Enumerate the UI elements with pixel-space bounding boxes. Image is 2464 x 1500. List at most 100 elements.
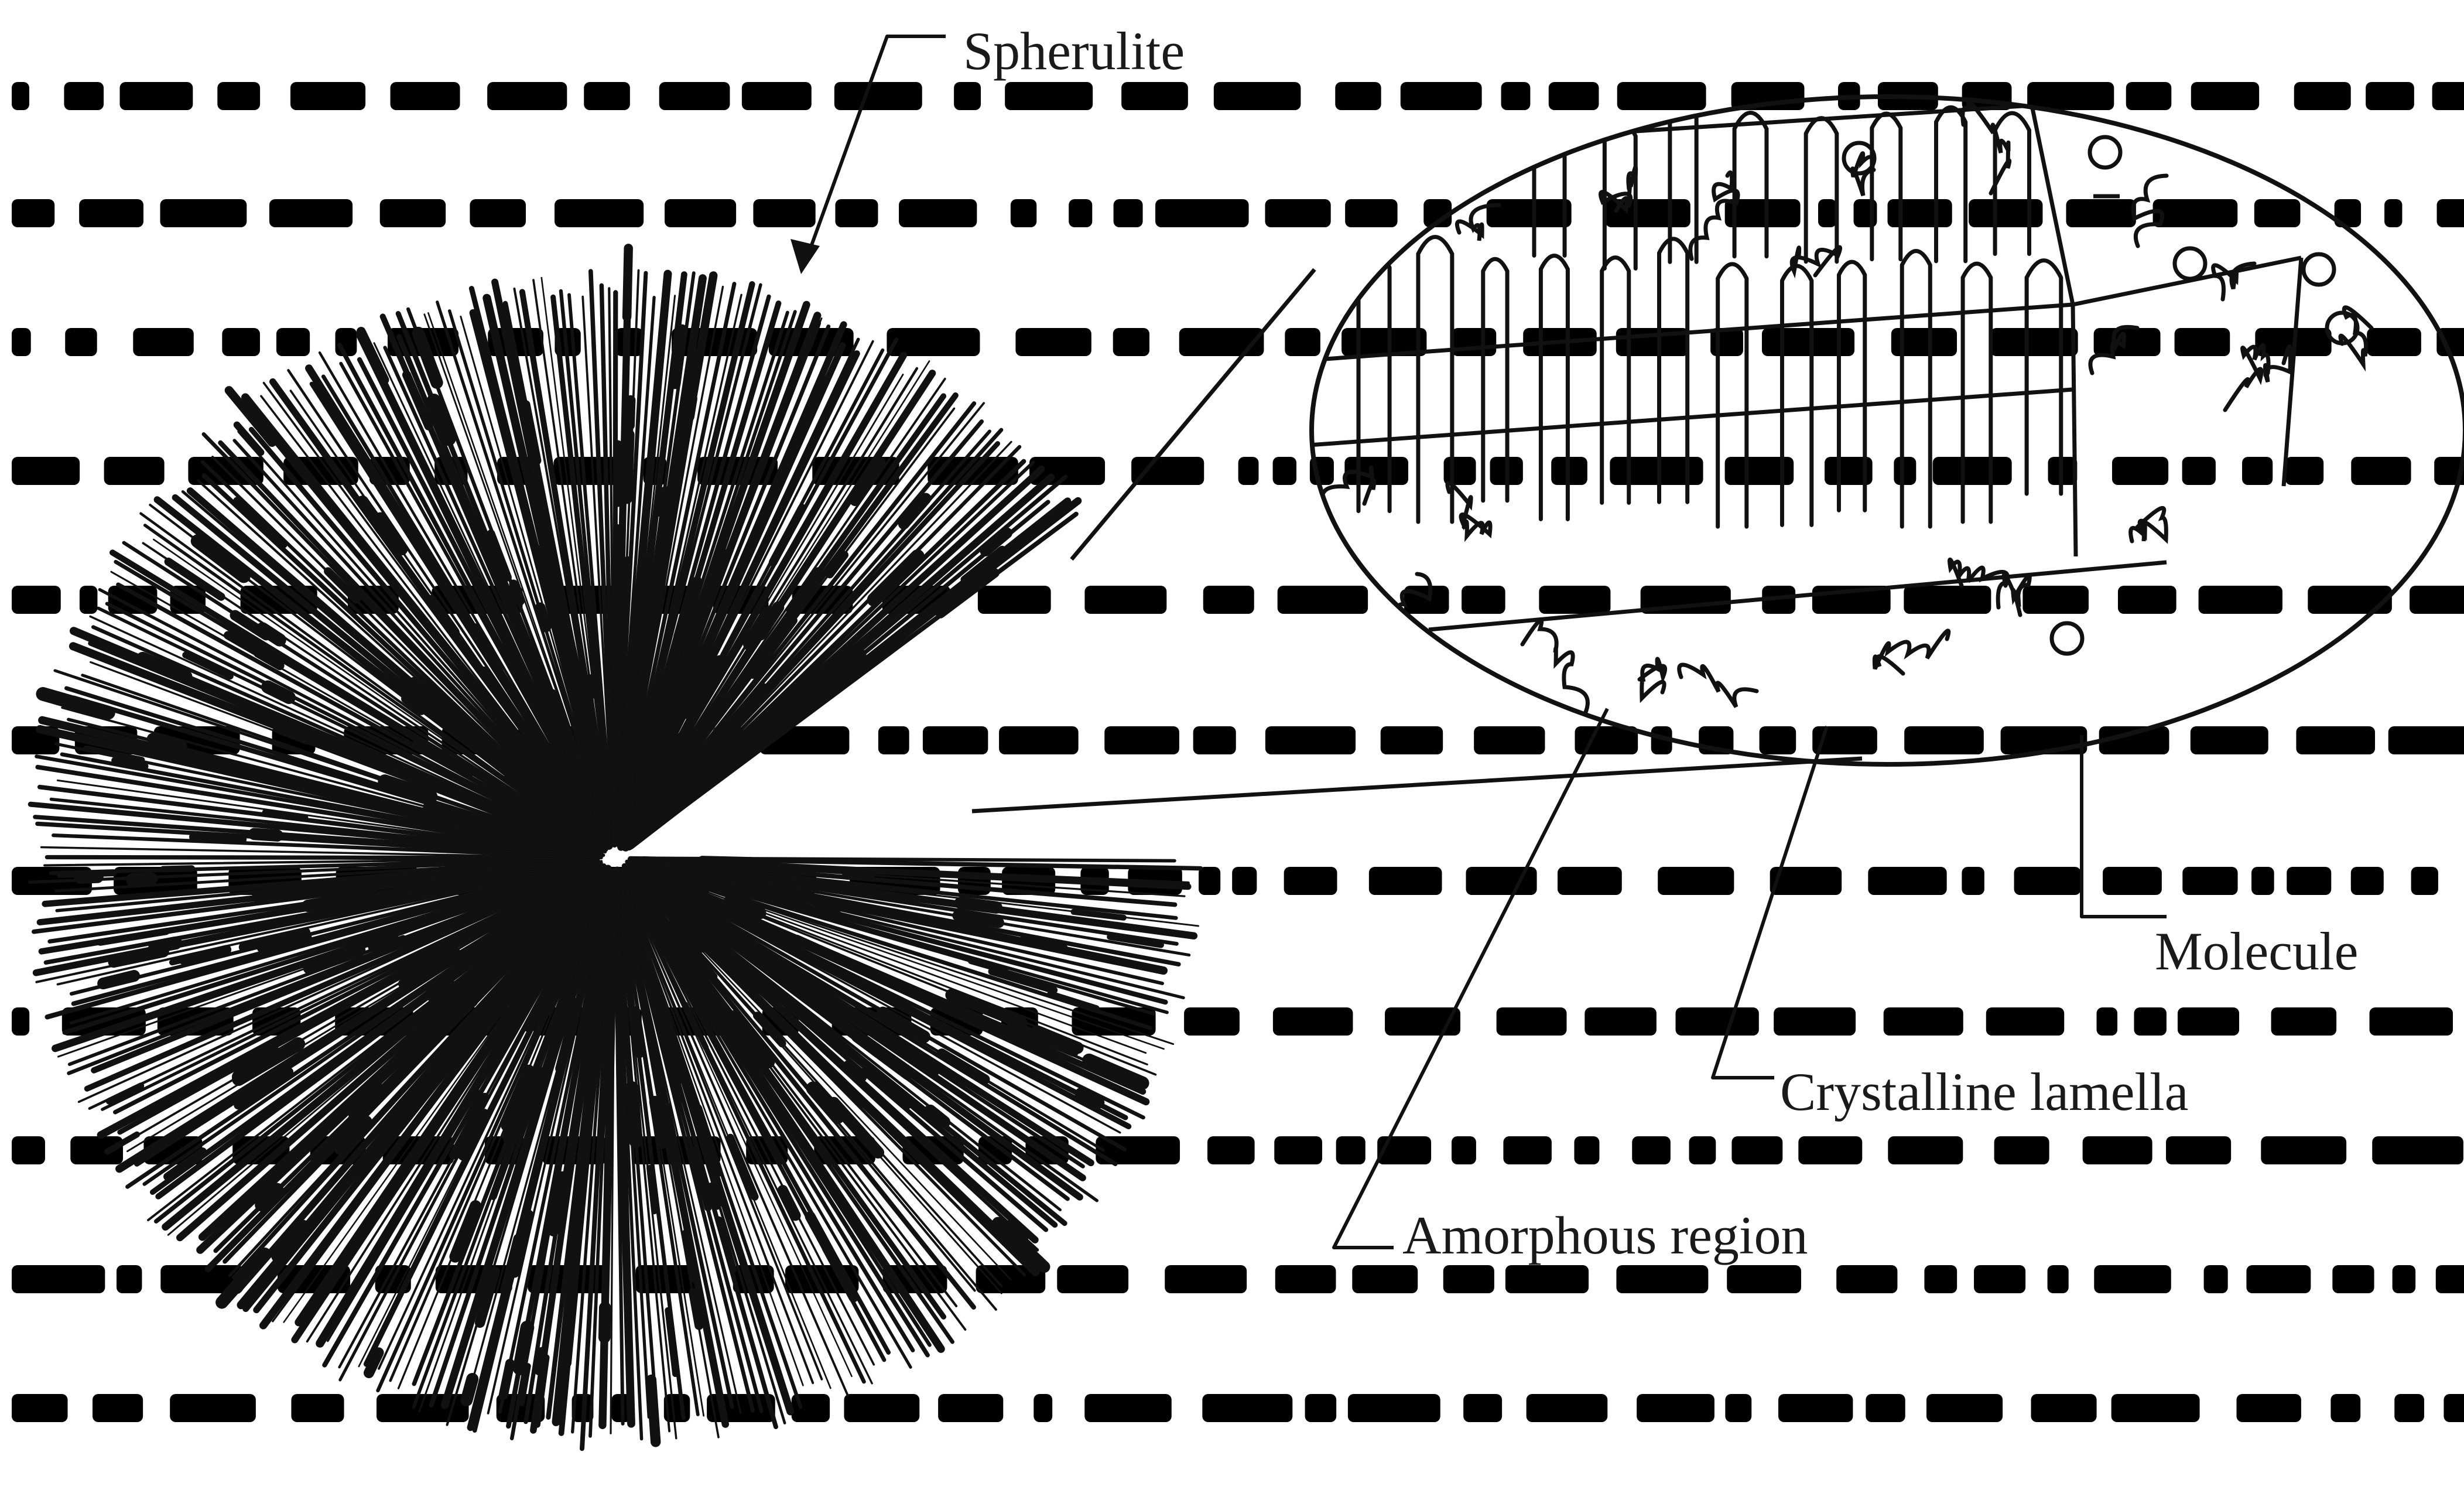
show-through-smudge (487, 82, 567, 110)
show-through-smudge (12, 199, 54, 227)
spherulite-texture (499, 865, 531, 867)
show-through-smudge (1818, 199, 1836, 227)
amorphous-chain (2225, 345, 2268, 410)
lamella-edge (1309, 389, 2073, 445)
spherulite-texture (675, 330, 682, 384)
show-through-smudge (1377, 1136, 1431, 1164)
show-through-smudge (470, 199, 526, 227)
show-through-smudge (1962, 867, 1984, 895)
show-through-smudge (844, 1394, 919, 1422)
show-through-smudge (2014, 867, 2081, 895)
show-through-smudge (1104, 726, 1179, 754)
show-through-smudge (1474, 726, 1545, 754)
show-through-smudge (555, 199, 644, 227)
show-through-smudge (1057, 1265, 1128, 1293)
show-through-smudge (1285, 328, 1320, 356)
folded-chain (1718, 264, 1747, 527)
show-through-smudge (2166, 1136, 2231, 1164)
show-through-smudge (12, 82, 29, 110)
amorphous-chain (1640, 659, 1665, 698)
spherulite-texture (629, 758, 632, 777)
show-through-smudge (2199, 586, 2282, 614)
show-through-smudge (2153, 199, 2238, 227)
show-through-smudge (2432, 82, 2464, 110)
show-through-smudge (1369, 867, 1442, 895)
show-through-smudge (2242, 457, 2273, 485)
show-through-smudge (1273, 457, 1296, 485)
show-through-smudge (2393, 1265, 2416, 1293)
show-through-smudge (1503, 1136, 1551, 1164)
molecule-label: Molecule (2155, 921, 2358, 981)
show-through-smudge (2384, 199, 2402, 227)
show-through-smudge (1443, 1265, 1494, 1293)
spherulite-texture (467, 1379, 473, 1400)
spherulite-label: Spherulite (963, 21, 1185, 81)
folded-chain (1782, 266, 1811, 525)
show-through-smudge (1005, 82, 1093, 110)
show-through-smudge (753, 199, 815, 227)
show-through-smudge (1345, 199, 1397, 227)
show-through-smudge (12, 1007, 29, 1036)
show-through-smudge (1926, 1394, 2003, 1422)
show-through-smudge (1866, 1394, 1905, 1422)
show-through-smudge (2444, 1394, 2464, 1422)
show-through-smudge (2083, 1136, 2152, 1164)
show-through-smudge (1336, 1136, 1366, 1164)
show-through-smudge (2111, 1394, 2200, 1422)
show-through-smudge (1193, 726, 1236, 754)
show-through-smudge (659, 82, 730, 110)
show-through-smudge (290, 82, 365, 110)
show-through-smudge (79, 199, 143, 227)
show-through-smudge (2308, 586, 2392, 614)
show-through-smudge (2112, 457, 2168, 485)
spherulite-texture (587, 996, 590, 1017)
show-through-smudge (1155, 199, 1249, 227)
show-through-smudge (584, 82, 630, 110)
spherulite-texture (590, 678, 592, 695)
show-through-smudge (1214, 82, 1301, 110)
show-through-smudge (2261, 1136, 2346, 1164)
show-through-smudge (2330, 1394, 2360, 1422)
show-through-smudge (2351, 867, 2384, 895)
show-through-smudge (1033, 1394, 1052, 1422)
spherulite-texture (115, 761, 145, 767)
show-through-smudge (1501, 82, 1531, 110)
show-through-smudge (899, 199, 977, 227)
show-through-smudge (1778, 1394, 1853, 1422)
show-through-smudge (1527, 1394, 1608, 1422)
show-through-smudge (1884, 1007, 1963, 1036)
spherulite-texture (505, 1239, 518, 1291)
show-through-smudge (1585, 1007, 1657, 1036)
folded-chain (1806, 118, 1837, 262)
crystalline-lamella-label: Crystalline lamella (1780, 1062, 2188, 1122)
show-through-smudge (64, 82, 104, 110)
show-through-smudge (1069, 199, 1092, 227)
spherulite-texture (60, 873, 114, 874)
show-through-smudge (1994, 1136, 2049, 1164)
show-through-smudge (1238, 457, 1259, 485)
show-through-smudge (2204, 1265, 2228, 1293)
show-through-smudge (2254, 199, 2301, 227)
show-through-smudge (938, 1394, 1003, 1422)
show-through-smudge (2370, 1007, 2453, 1036)
show-through-smudge (1731, 1136, 1782, 1164)
show-through-smudge (2094, 1265, 2171, 1293)
show-through-smudge (1335, 82, 1381, 110)
spherulite-texture (960, 903, 996, 908)
lamella-edge (2073, 305, 2076, 556)
spherulite-texture (952, 995, 969, 1002)
spherulite-texture (696, 351, 699, 370)
spherulite-texture (605, 942, 609, 990)
show-through-smudge (1463, 1394, 1502, 1422)
show-through-smudge (1727, 1265, 1801, 1293)
show-through-smudge (1689, 1136, 1716, 1164)
show-through-smudge (1836, 1265, 1897, 1293)
folded-chain (1734, 113, 1767, 257)
folded-chain (1534, 98, 1565, 256)
show-through-smudge (12, 586, 61, 614)
show-through-smudge (2097, 1007, 2118, 1036)
show-through-smudge (291, 1394, 344, 1422)
show-through-smudge (2178, 1007, 2239, 1036)
spherulite-texture (632, 1088, 636, 1142)
spherulite-texture (627, 248, 629, 317)
